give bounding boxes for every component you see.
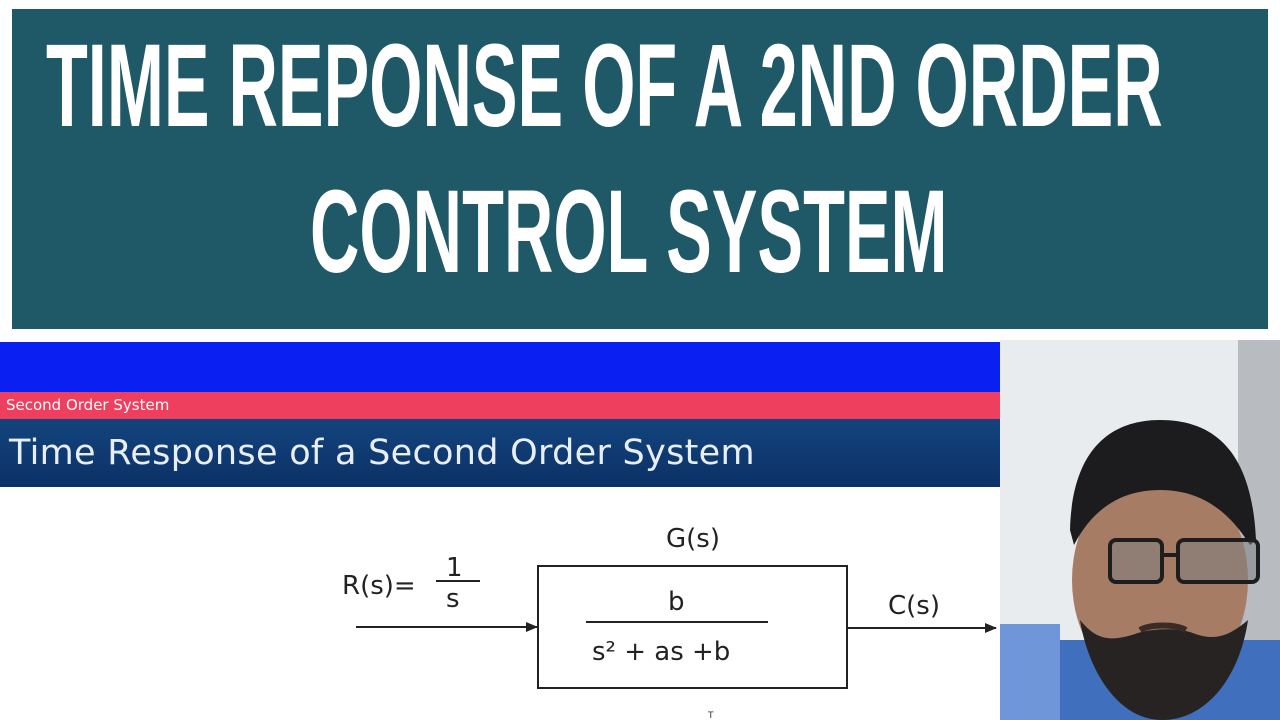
block-label: G(s) <box>666 524 720 554</box>
block-diagram: R(s)= 1 s G(s) b s² + as +b C(s) T <box>342 524 997 720</box>
input-fraction-denominator: s <box>446 584 460 614</box>
presenter-webcam <box>1000 340 1280 720</box>
glasses-left-lens <box>1108 538 1164 584</box>
transfer-denominator: s² + as +b <box>592 637 730 667</box>
output-label: C(s) <box>888 591 940 621</box>
slide-section-label: Second Order System <box>0 392 1000 419</box>
transfer-function-block <box>537 565 848 689</box>
lecture-slide: Second Order System Time Response of a S… <box>0 342 1000 720</box>
transfer-numerator: b <box>668 587 685 617</box>
input-fraction-numerator: 1 <box>446 553 463 583</box>
slide-top-bar <box>0 342 1000 392</box>
title-banner: TIME REPONSE OF A 2ND ORDER CONTROL SYST… <box>12 9 1268 329</box>
text-cursor: T <box>707 711 714 720</box>
banner-title-line-1: TIME REPONSE OF A 2ND ORDER <box>46 20 1163 152</box>
banner-title-line-2: CONTROL SYSTEM <box>310 166 948 298</box>
input-label: R(s)= <box>342 571 416 601</box>
presenter-cap <box>1070 420 1256 545</box>
webcam-background-screen <box>1000 624 1060 720</box>
presenter-mouth <box>1138 622 1188 633</box>
slide-title: Time Response of a Second Order System <box>0 419 1000 487</box>
glasses-right-lens <box>1176 538 1260 584</box>
presenter-beard <box>1080 620 1248 720</box>
